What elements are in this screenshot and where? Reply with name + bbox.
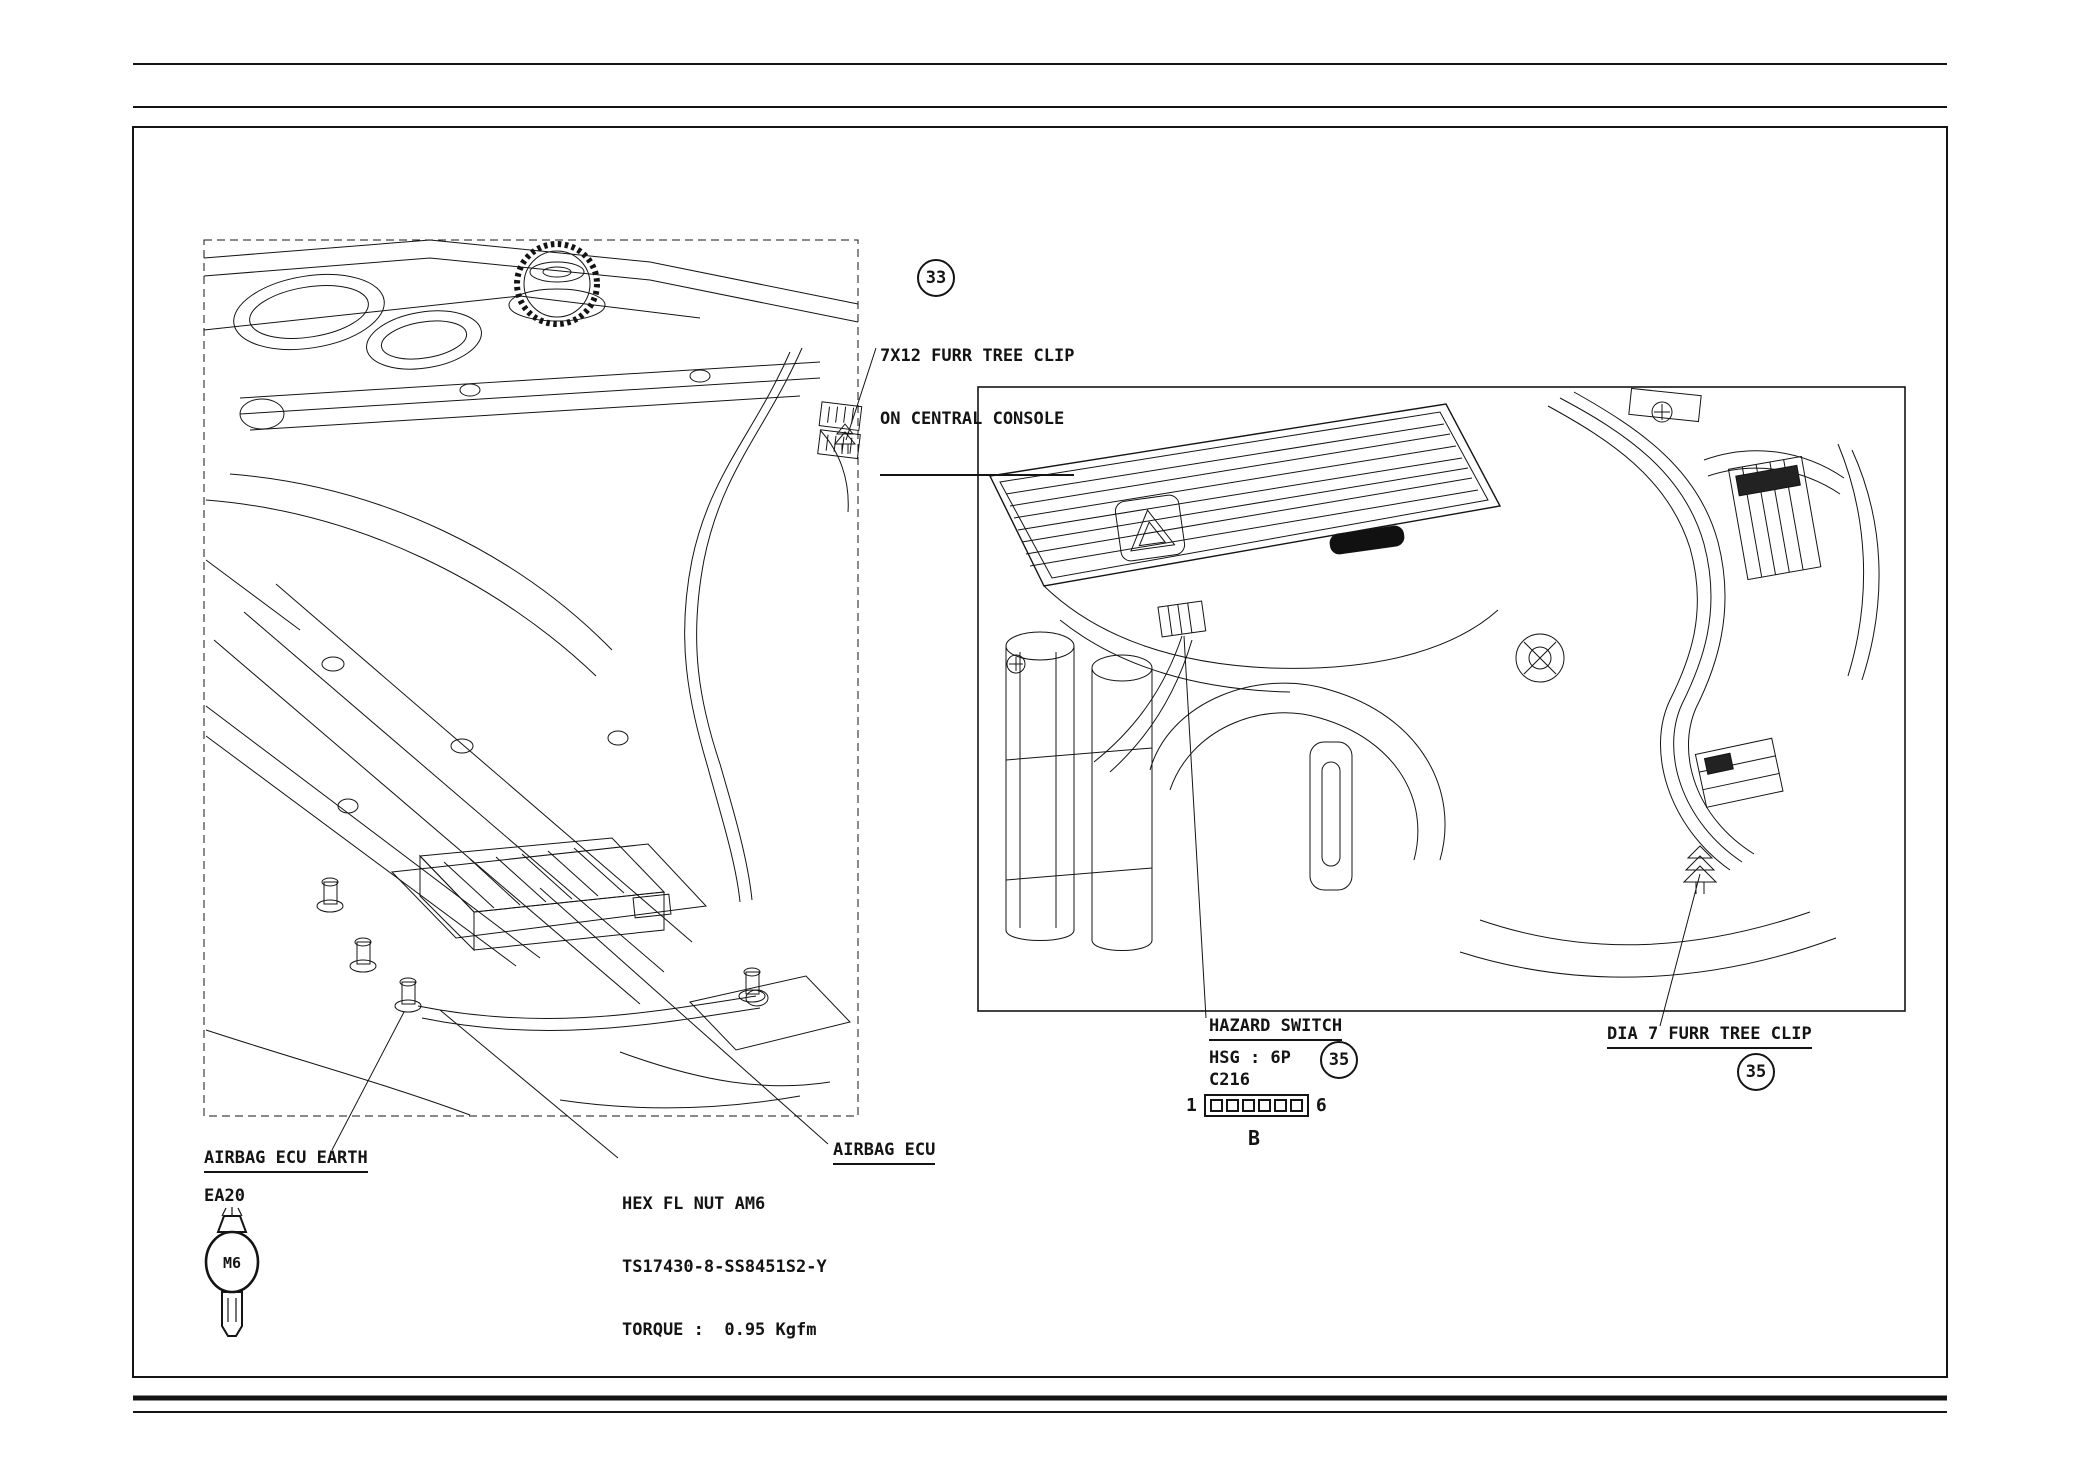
ea20-connector-code: EA20 bbox=[204, 1186, 245, 1206]
c216-connector-code: C216 bbox=[1209, 1070, 1250, 1090]
furr-tree-clip-label-line1: 7X12 FURR TREE CLIP bbox=[880, 346, 1075, 366]
mounting-stud bbox=[349, 937, 377, 973]
pin-number-first: 1 bbox=[1186, 1095, 1197, 1116]
harness-connector bbox=[1727, 455, 1822, 581]
hazard-switch-connector bbox=[1157, 600, 1207, 638]
left-figure-boundary bbox=[203, 239, 859, 1117]
airbag-ecu-label: AIRBAG ECU bbox=[833, 1140, 936, 1165]
left-figure-leaders bbox=[331, 347, 877, 1159]
airbag-ecu-box bbox=[418, 837, 672, 952]
connector-pin-diagram: 1 6 bbox=[1186, 1094, 1327, 1117]
hex-nut-spec-label: HEX FL NUT AM6 TS17430-8-SS8451S2-Y TORQ… bbox=[622, 1152, 827, 1383]
ring-terminal-icon bbox=[204, 1207, 260, 1337]
grommet-icon bbox=[1515, 633, 1565, 683]
tree-clip-icon bbox=[833, 423, 857, 454]
left-figure-drawing: M6 bbox=[203, 239, 877, 1337]
page-rules bbox=[132, 63, 1948, 1413]
display-slot bbox=[1329, 525, 1405, 555]
housing-spec-label: HSG : 6P bbox=[1209, 1048, 1291, 1068]
pin-cavity bbox=[1289, 1099, 1303, 1112]
furr-tree-clip-label: 7X12 FURR TREE CLIP ON CENTRAL CONSOLE bbox=[880, 304, 1075, 476]
harness-connector bbox=[1694, 737, 1784, 808]
hazard-switch-label: HAZARD SWITCH bbox=[1209, 1016, 1343, 1041]
right-figure-boundary bbox=[977, 386, 1906, 1012]
mounting-stud bbox=[738, 967, 766, 1003]
furr-tree-clip-label-line2: ON CENTRAL CONSOLE bbox=[880, 409, 1065, 429]
right-figure-leaders bbox=[1183, 635, 1701, 1027]
pin-cavity bbox=[1209, 1099, 1223, 1112]
pin-cavity bbox=[1225, 1099, 1239, 1112]
callout-35-switch: 35 bbox=[1320, 1041, 1358, 1079]
terminal-size-label: M6 bbox=[223, 1254, 241, 1272]
connector-face bbox=[1203, 1094, 1309, 1117]
tree-clip-icon bbox=[1682, 845, 1718, 894]
connector-view-label: B bbox=[1248, 1126, 1261, 1150]
screw-icon bbox=[1651, 401, 1673, 423]
hex-nut-spec-line3: TORQUE : 0.95 Kgfm bbox=[622, 1320, 817, 1340]
callout-33: 33 bbox=[917, 259, 955, 297]
pin-cavity bbox=[1273, 1099, 1287, 1112]
right-figure-drawing bbox=[977, 386, 1906, 1027]
pin-number-last: 6 bbox=[1315, 1095, 1327, 1116]
pin-cavity bbox=[1241, 1099, 1255, 1112]
hex-nut-spec-line1: HEX FL NUT AM6 bbox=[622, 1194, 766, 1214]
callout-35-clip: 35 bbox=[1737, 1053, 1775, 1091]
mounting-stud bbox=[316, 877, 344, 913]
screw-icon bbox=[1006, 654, 1026, 674]
earth-stud bbox=[394, 977, 422, 1013]
hazard-triangle-icon bbox=[1114, 494, 1186, 562]
pin-cavity bbox=[1257, 1099, 1271, 1112]
hex-nut-spec-line2: TS17430-8-SS8451S2-Y bbox=[622, 1257, 827, 1277]
serrated-cap-icon bbox=[508, 241, 606, 327]
airbag-ecu-earth-label: AIRBAG ECU EARTH bbox=[204, 1148, 368, 1173]
dia7-furr-tree-clip-label: DIA 7 FURR TREE CLIP bbox=[1607, 1024, 1812, 1049]
